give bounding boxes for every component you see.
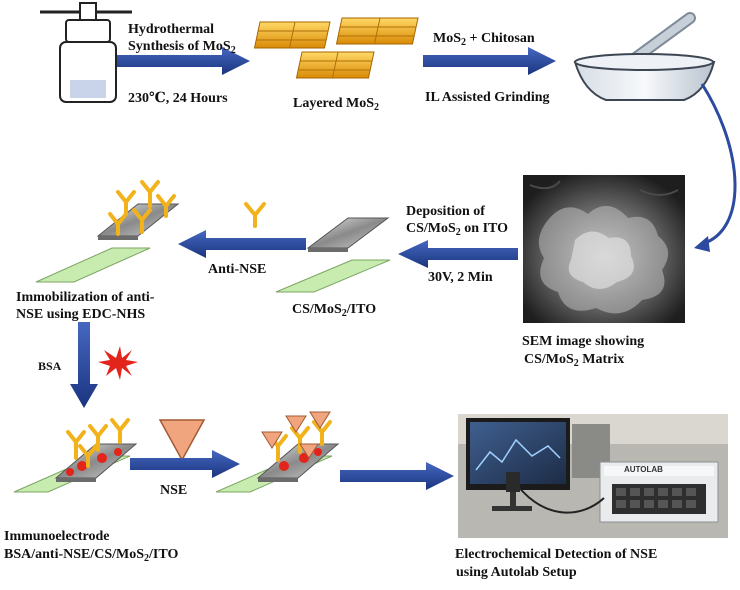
- sem-image: [523, 175, 685, 323]
- nse-triangle-icon: [158, 419, 206, 462]
- label-sem-line1: SEM image showing: [522, 334, 645, 349]
- arrow-grinding: [423, 47, 556, 75]
- arrow-nse: [130, 450, 240, 478]
- arrow-deposition: [398, 240, 518, 268]
- arrow-anti-nse: [178, 230, 306, 258]
- autolab-brand-label: AUTOLAB: [624, 465, 663, 474]
- label-mos2-chitosan: MoS2 + Chitosan: [433, 31, 535, 48]
- label-deposition-line1: Deposition of: [406, 204, 485, 219]
- arrow-to-sem: [700, 83, 737, 246]
- label-immuno-line1: Immunoelectrode: [4, 529, 110, 544]
- bsa-star-icon: [98, 346, 138, 380]
- arrow-synthesis: [117, 47, 250, 75]
- label-immob-line1: Immobilization of anti-: [16, 290, 155, 305]
- label-immuno-line2: BSA/anti-NSE/CS/MoS2/ITO: [4, 547, 179, 564]
- label-detect-line2: using Autolab Setup: [456, 565, 577, 580]
- arrow-to-sem-head: [694, 236, 710, 252]
- autolab-setup-photo: [458, 414, 728, 538]
- label-nse: NSE: [160, 483, 188, 498]
- label-conditions: 230℃, 24 Hours: [128, 91, 228, 106]
- immobilized-electrode: [35, 180, 180, 283]
- arrow-detection: [340, 462, 454, 490]
- cs-mos2-ito-electrode: [275, 217, 391, 293]
- mortar-pestle-icon: [573, 12, 716, 101]
- antibody-icon: [244, 202, 266, 228]
- arrow-bsa: [70, 322, 98, 408]
- label-bsa: BSA: [38, 359, 62, 373]
- label-anti-nse: Anti-NSE: [208, 262, 267, 277]
- label-detect-line1: Electrochemical Detection of NSE: [455, 547, 658, 562]
- label-voltage: 30V, 2 Min: [428, 270, 493, 285]
- autoclave-icon: [40, 2, 132, 103]
- nse-bound-electrode: [215, 411, 340, 493]
- label-deposition-line2: CS/MoS2 on ITO: [406, 221, 509, 238]
- label-immob-line2: NSE using EDC-NHS: [16, 307, 146, 322]
- label-hydrothermal-line2: Synthesis of MoS2: [128, 39, 236, 56]
- label-cs-mos2-ito: CS/MoS2/ITO: [292, 302, 377, 319]
- immunoelectrode: [13, 418, 138, 493]
- layered-mos2-icon: [253, 17, 419, 79]
- label-layered-mos2: Layered MoS2: [293, 96, 380, 113]
- label-sem-line2: CS/MoS2 Matrix: [524, 352, 625, 369]
- label-il-grinding: IL Assisted Grinding: [425, 90, 550, 105]
- label-hydrothermal-line1: Hydrothermal: [128, 22, 215, 37]
